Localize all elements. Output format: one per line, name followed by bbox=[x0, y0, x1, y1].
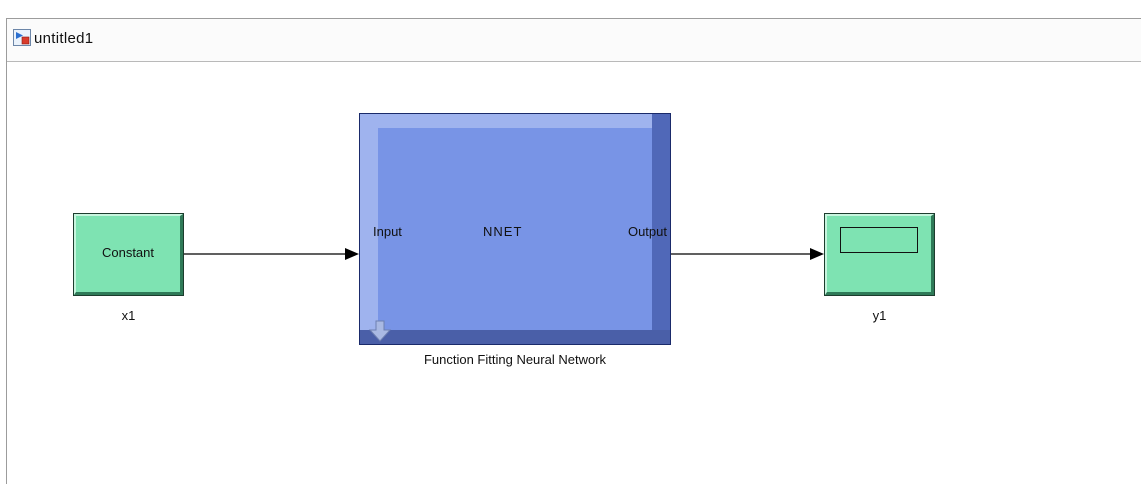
constant-block-name[interactable]: x1 bbox=[121, 308, 136, 323]
down-arrow-icon[interactable] bbox=[368, 320, 392, 342]
model-title: untitled1 bbox=[34, 30, 94, 47]
simulink-model-icon[interactable] bbox=[13, 29, 31, 46]
block-bevel bbox=[652, 114, 670, 344]
signal-arrowhead-icon bbox=[810, 248, 824, 260]
constant-block[interactable]: Constant bbox=[73, 213, 184, 296]
scope-block-name[interactable]: y1 bbox=[872, 308, 887, 323]
model-window: untitled1 Constant x1 Input NNET Output … bbox=[6, 18, 1141, 484]
output-port-label: Output bbox=[627, 224, 667, 239]
block-face bbox=[378, 128, 652, 330]
nnet-block-label: NNET bbox=[483, 224, 523, 239]
constant-block-label: Constant bbox=[101, 245, 155, 260]
scope-display-icon bbox=[840, 227, 918, 253]
neural-network-block-name[interactable]: Function Fitting Neural Network bbox=[423, 352, 607, 367]
signal-arrowhead-icon bbox=[345, 248, 359, 260]
model-titlebar: untitled1 bbox=[7, 19, 1141, 62]
block-bevel bbox=[360, 330, 670, 344]
scope-block[interactable] bbox=[824, 213, 935, 296]
block-bevel bbox=[360, 114, 378, 344]
input-port-label: Input bbox=[373, 224, 402, 239]
neural-network-block[interactable]: Input NNET Output bbox=[359, 113, 671, 345]
block-bevel bbox=[360, 114, 670, 128]
model-canvas[interactable]: Constant x1 Input NNET Output Function F… bbox=[7, 62, 1141, 484]
signal-lines bbox=[183, 248, 824, 260]
